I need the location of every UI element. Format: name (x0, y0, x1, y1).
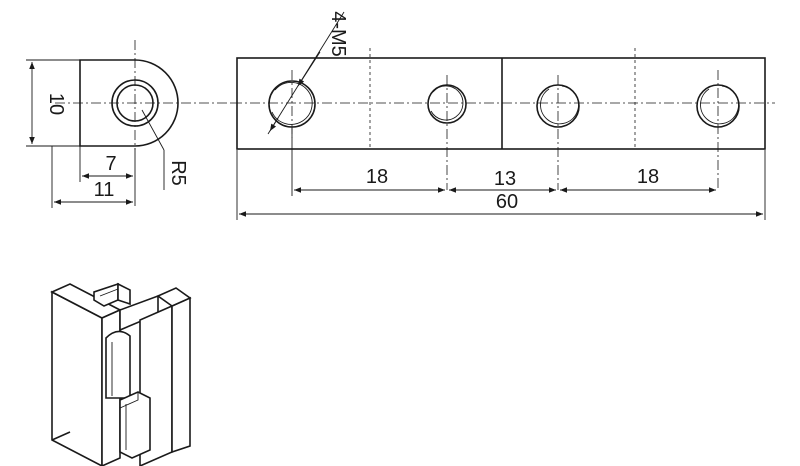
dim-label-side-height: 10 (45, 93, 67, 115)
leader-thread-arrow (297, 51, 321, 87)
thread-hole (268, 70, 316, 138)
thread-hole (536, 75, 580, 190)
dim-label-pitch-1: 18 (366, 166, 388, 188)
dim-label-pitch-2: 13 (494, 168, 516, 190)
leader-radius (141, 109, 165, 151)
thread-hole (427, 75, 467, 190)
dim-label-overall: 60 (496, 191, 518, 213)
side-view-outline (79, 59, 179, 147)
dim-label-radius: R5 (167, 160, 189, 186)
front-view-outline (236, 57, 766, 150)
dim-label-side-width: 11 (94, 179, 115, 201)
side-view: 10 7 11 R5 (26, 40, 232, 208)
leader-thread-tip (269, 117, 279, 132)
thread-callout-label: 4-M5 (327, 11, 349, 57)
front-view: 18 13 18 60 4-M5 (232, 11, 775, 220)
isometric-hinge-illustration (50, 282, 192, 466)
thread-hole (696, 70, 740, 190)
dim-label-pitch-3: 18 (637, 166, 659, 188)
dim-label-side-hole-offset: 7 (105, 153, 116, 175)
